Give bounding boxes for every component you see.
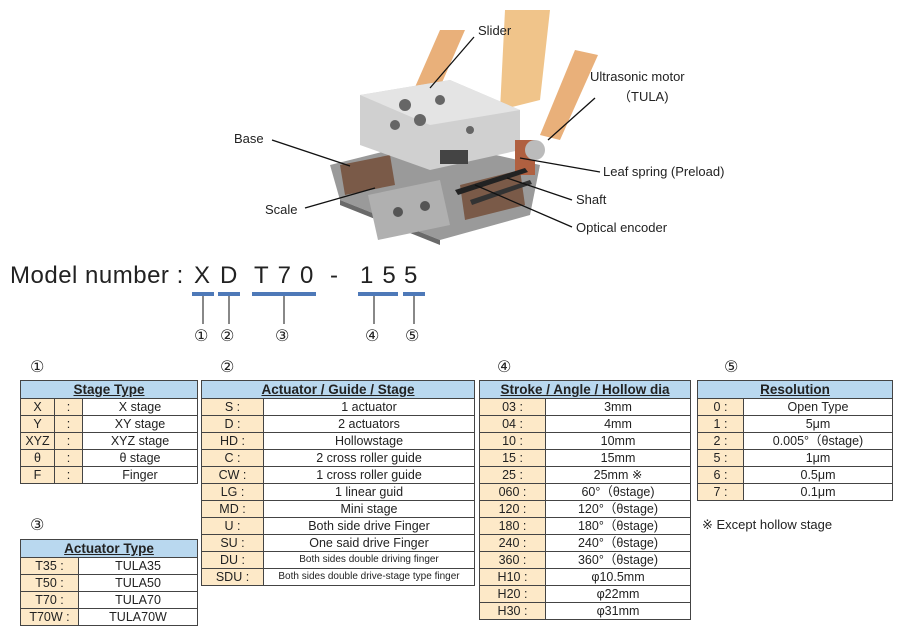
model-char-resolution: 5 (404, 262, 427, 289)
underline-1 (192, 292, 214, 296)
table-row: LG :1 linear guid (201, 483, 475, 501)
field-number-1: ① (194, 326, 209, 345)
underline-3 (252, 292, 316, 296)
table-row: F:Finger (20, 466, 198, 484)
field-number-3: ③ (275, 326, 290, 345)
table-number-actuator-guide: ② (220, 357, 235, 376)
table-row: D :2 actuators (201, 415, 475, 433)
table-number-actuator-type: ③ (30, 515, 45, 534)
table-row: 15 :15mm (479, 449, 691, 467)
stage-type-header: Stage Type (20, 380, 198, 399)
table-row: DU :Both sides double driving finger (201, 551, 475, 569)
stage-type-table: Stage Type X:X stage Y:XY stage XYZ:XYZ … (20, 380, 198, 484)
table-number-stage-type: ① (30, 357, 45, 376)
table-row: 10 :10mm (479, 432, 691, 450)
field-connectors (202, 296, 415, 324)
table-number-resolution: ⑤ (724, 357, 739, 376)
table-row: 060 :60°（θstage) (479, 483, 691, 501)
callout-optical-encoder: Optical encoder (576, 220, 668, 235)
stroke-angle-table: Stroke / Angle / Hollow dia 03 :3mm 04 :… (479, 380, 691, 620)
table-row: H20 :φ22mm (479, 585, 691, 603)
table-row: T70 :TULA70 (20, 591, 198, 609)
table-row: θ:θ stage (20, 449, 198, 467)
table-row: 1 :5μm (697, 415, 893, 433)
table-row: T50 :TULA50 (20, 574, 198, 592)
model-number-label: Model number : (10, 262, 184, 289)
table-row: U :Both side drive Finger (201, 517, 475, 535)
field-number-5: ⑤ (405, 326, 420, 345)
table-row: H30 :φ31mm (479, 602, 691, 620)
table-row: 240 :240°（θstage) (479, 534, 691, 552)
actuator-guide-stage-table: Actuator / Guide / Stage S :1 actuator D… (201, 380, 475, 586)
table-row: 120 :120°（θstage) (479, 500, 691, 518)
table-row: 180 :180°（θstage) (479, 517, 691, 535)
callout-base: Base (234, 131, 264, 146)
actuator-guide-stage-header: Actuator / Guide / Stage (201, 380, 475, 399)
table-row: 6 :0.5μm (697, 466, 893, 484)
table-number-stroke: ④ (497, 357, 512, 376)
underline-4 (358, 292, 398, 296)
table-row: XYZ:XYZ stage (20, 432, 198, 450)
table-row: T70W :TULA70W (20, 608, 198, 626)
stroke-angle-header: Stroke / Angle / Hollow dia (479, 380, 691, 399)
callout-shaft: Shaft (576, 192, 607, 207)
underline-2 (218, 292, 240, 296)
table-row: 0 :Open Type (697, 398, 893, 416)
table-row: 5 :1μm (697, 449, 893, 467)
table-row: CW :1 cross roller guide (201, 466, 475, 484)
callout-leaf-spring: Leaf spring (Preload) (603, 164, 725, 179)
table-row: HD :Hollowstage (201, 432, 475, 450)
model-char-stage: X (194, 262, 220, 289)
model-char-type: T70 (254, 262, 323, 289)
table-row: 7 :0.1μm (697, 483, 893, 501)
table-row: 2 :0.005°（θstage) (697, 432, 893, 450)
table-row: 360 :360°（θstage) (479, 551, 691, 569)
table-row: S :1 actuator (201, 398, 475, 416)
model-char-dash: - (330, 262, 347, 289)
resolution-table: Resolution 0 :Open Type 1 :5μm 2 :0.005°… (697, 380, 893, 501)
callout-slider: Slider (478, 23, 512, 38)
table-row: SDU :Both sides double drive-stage type … (201, 568, 475, 586)
table-row: Y:XY stage (20, 415, 198, 433)
underline-5 (403, 292, 425, 296)
table-row: T35 :TULA35 (20, 557, 198, 575)
callout-scale: Scale (265, 202, 298, 217)
field-number-2: ② (220, 326, 235, 345)
field-number-4: ④ (365, 326, 380, 345)
callout-ultrasonic-motor: Ultrasonic motor (590, 69, 685, 84)
hollow-stage-note: ※ Except hollow stage (702, 517, 833, 532)
model-char-stroke: 15 (360, 262, 405, 289)
actuator-type-header: Actuator Type (20, 539, 198, 558)
table-row: 25 :25mm ※ (479, 466, 691, 484)
table-row: H10 :φ10.5mm (479, 568, 691, 586)
model-char-actuator: D (220, 262, 247, 289)
table-row: 04 :4mm (479, 415, 691, 433)
table-row: SU :One said drive Finger (201, 534, 475, 552)
table-row: C :2 cross roller guide (201, 449, 475, 467)
table-row: 03 :3mm (479, 398, 691, 416)
stage-illustration (271, 10, 601, 245)
resolution-header: Resolution (697, 380, 893, 399)
actuator-type-table: Actuator Type T35 :TULA35 T50 :TULA50 T7… (20, 539, 198, 626)
table-row: MD :Mini stage (201, 500, 475, 518)
callout-tula: （TULA) (618, 89, 669, 104)
table-row: X:X stage (20, 398, 198, 416)
